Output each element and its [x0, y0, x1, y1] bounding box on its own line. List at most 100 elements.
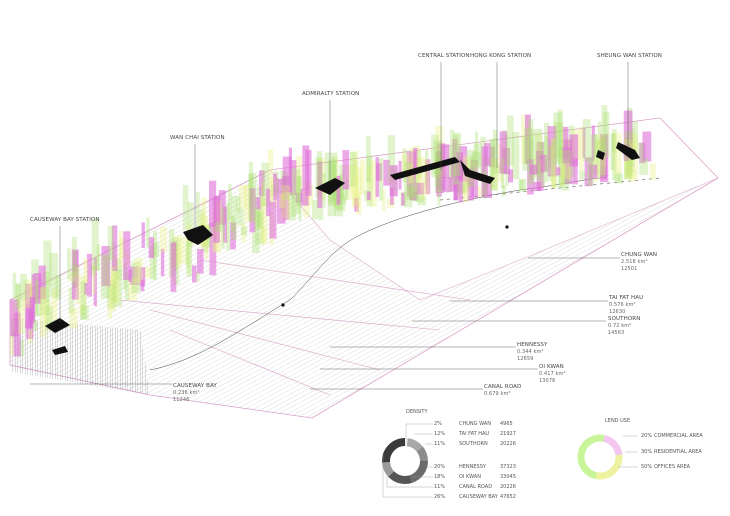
building-bar	[369, 160, 377, 208]
platform-front-face	[12, 318, 150, 395]
building-bar	[559, 122, 564, 163]
building-bar	[518, 178, 527, 192]
building-bar	[450, 129, 455, 178]
building-bar	[414, 149, 422, 179]
building-bar	[111, 225, 118, 272]
building-bar	[364, 190, 370, 202]
district-name: TAI FAT HAU	[609, 295, 644, 301]
building-bar	[208, 180, 217, 227]
district-area: 0.72 km²	[608, 323, 632, 329]
building-bar	[43, 300, 52, 328]
building-bar	[563, 126, 569, 160]
station-label-central: CENTRAL STATION	[418, 53, 470, 59]
building-bar	[282, 156, 292, 193]
building-bar	[593, 140, 599, 182]
density-row-value: 47652	[500, 494, 516, 500]
building-bar	[114, 269, 123, 307]
building-bar	[195, 192, 200, 234]
building-bar	[639, 142, 646, 164]
building-bar	[579, 126, 584, 172]
building-bar	[279, 194, 286, 208]
building-bar	[143, 267, 152, 278]
building-bar	[491, 158, 498, 190]
building-bar	[248, 161, 254, 209]
building-bar	[521, 115, 529, 165]
building-bar	[474, 131, 479, 179]
building-bar	[463, 181, 471, 193]
building-bar	[146, 217, 150, 248]
building-bar	[610, 133, 615, 170]
district-area: 0.679 km²	[484, 391, 511, 397]
building-bar	[124, 272, 129, 301]
donut-slice	[388, 471, 413, 484]
building-bar	[273, 173, 277, 201]
density-row-pct: 11%	[434, 484, 446, 490]
building-bar	[437, 187, 441, 206]
building-bar	[17, 339, 25, 357]
density-row-value: 20226	[500, 484, 516, 490]
building-bar	[387, 135, 395, 183]
building-bar	[111, 271, 120, 304]
building-bar	[433, 140, 443, 174]
building-bar	[572, 157, 578, 185]
density-row-pct: 2%	[434, 421, 442, 427]
building-bar	[379, 157, 384, 201]
building-bar	[32, 319, 38, 331]
building-bar	[40, 287, 50, 316]
building-bar	[350, 150, 359, 193]
building-bar	[603, 111, 610, 158]
building-bar	[24, 283, 32, 329]
building-bar	[140, 279, 145, 292]
central-station-footprint	[390, 157, 495, 184]
building-bar	[295, 192, 303, 203]
building-bar	[172, 235, 182, 269]
building-bar	[558, 162, 565, 185]
land-use-title: LEND USE	[605, 418, 631, 424]
building-bar	[86, 253, 92, 297]
building-bar	[382, 188, 386, 211]
donut-slice	[602, 434, 623, 456]
building-bar	[611, 132, 616, 152]
district-label-southorn: SOUTHORN 0.72 km² 14563	[608, 316, 640, 337]
building-bar	[628, 168, 636, 183]
density-row-name: OI KWAN	[459, 474, 481, 480]
building-bar	[260, 198, 268, 243]
building-bar	[481, 146, 488, 196]
district-population: 13076	[539, 378, 556, 384]
building-bar	[409, 191, 418, 201]
building-bar	[401, 192, 405, 206]
building-bar	[295, 176, 301, 214]
building-bar	[442, 177, 452, 193]
building-bar	[587, 158, 594, 186]
building-bar	[538, 128, 543, 176]
district-label-chung-wan: CHUNG WAN 2.518 km² 12501	[621, 252, 657, 273]
building-bar	[15, 284, 22, 309]
building-bar	[288, 192, 296, 221]
building-bar	[505, 134, 509, 186]
building-bar	[631, 121, 639, 153]
building-bar	[243, 184, 253, 223]
admiralty-station-footprint	[315, 178, 345, 195]
building-bar	[411, 177, 419, 202]
density-row-pct: 20%	[434, 464, 446, 470]
donut-slice	[382, 438, 406, 463]
building-bar	[72, 250, 78, 288]
land-use-row-pct: 50%	[641, 464, 653, 470]
building-bar	[547, 126, 557, 177]
building-bar	[295, 155, 302, 194]
building-bar	[408, 147, 414, 184]
density-row-pct: 26%	[434, 494, 446, 500]
density-row-name: CANAL ROAD	[459, 484, 493, 490]
district-name: HENNESSY	[517, 342, 548, 348]
donut-slice	[382, 461, 395, 477]
district-population: 12630	[609, 309, 626, 315]
wan-chai-station-footprint	[183, 225, 213, 245]
building-bar	[209, 222, 217, 276]
leader-lines	[30, 62, 629, 390]
building-bar	[366, 166, 372, 189]
building-bar	[69, 272, 76, 282]
district-name: SOUTHORN	[608, 316, 641, 322]
marker-dot	[281, 303, 285, 307]
building-bar	[111, 279, 118, 302]
building-bar	[424, 159, 430, 196]
